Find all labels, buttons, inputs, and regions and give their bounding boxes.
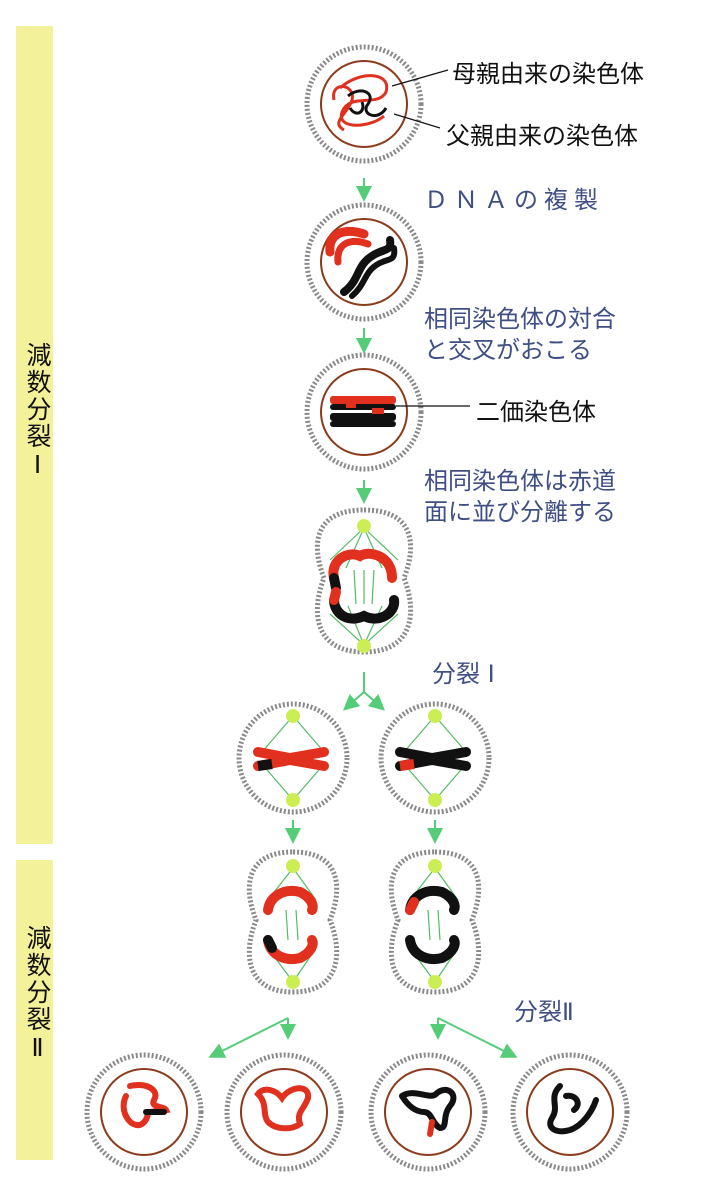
meiosis-1-label: 減数分裂Ⅰ (23, 342, 52, 481)
label-alignment-separation: 相同染色体は赤道 面に並び分離する (424, 467, 616, 526)
maternal-chromosome-thread (332, 74, 389, 132)
cell-anaphase-1 (314, 507, 414, 655)
meiosis-2-label: 減数分裂Ⅱ (23, 925, 52, 1064)
meiosis-1-band (16, 26, 53, 844)
label-paternal-chromosome: 父親由来の染色体 (446, 122, 638, 150)
gamete-1 (84, 1052, 204, 1172)
label-maternal-chromosome: 母親由来の染色体 (452, 60, 644, 88)
label-synapsis: 相同染色体の対合 と交叉がおこる (424, 305, 616, 364)
label-bivalent-chromosome: 二価染色体 (476, 398, 596, 426)
gamete-3 (368, 1052, 488, 1172)
paternal-chromatids (340, 236, 395, 296)
maternal-chromatids (325, 226, 369, 257)
label-dna-replication: ＤＮＡの複製 (424, 186, 604, 214)
gamete-2 (224, 1052, 344, 1172)
cell-anaphase-2-left (246, 849, 340, 995)
paternal-chromosome-thread (347, 89, 388, 118)
label-division-2: 分裂Ⅱ (514, 998, 574, 1026)
label-division-1: 分裂 Ⅰ (432, 660, 495, 688)
cell-anaphase-2-right (388, 849, 482, 995)
cell-initial (304, 44, 424, 164)
gamete-4 (510, 1052, 630, 1172)
cell-metaphase-2-right (378, 701, 492, 815)
cell-replicated (304, 202, 424, 322)
cell-metaphase-2-left (236, 701, 350, 815)
meiosis-2-band (16, 860, 53, 1160)
cell-bivalent (304, 352, 424, 472)
